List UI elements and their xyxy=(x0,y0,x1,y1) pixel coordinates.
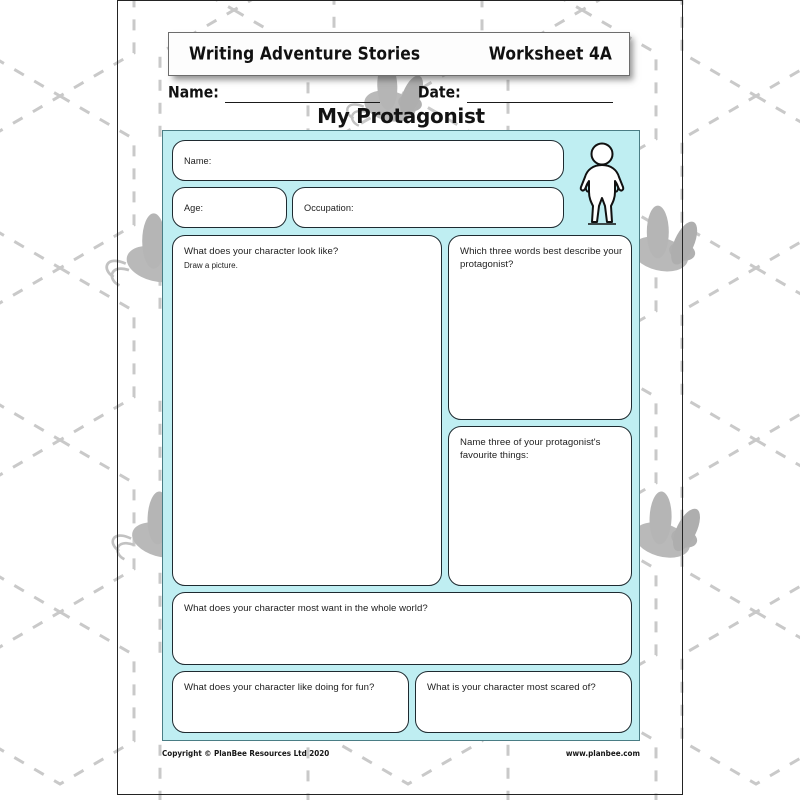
field-character-name-label: Name: xyxy=(184,156,212,166)
field-greatest-want[interactable]: What does your character most want in th… xyxy=(172,592,632,665)
worksheet-page: Writing Adventure Stories Worksheet 4A N… xyxy=(117,0,683,795)
field-character-name[interactable]: Name: xyxy=(172,140,564,181)
date-label: Date: xyxy=(417,83,461,102)
field-three-words-label: Which three words best describe your pro… xyxy=(460,246,623,270)
field-character-age[interactable]: Age: xyxy=(172,187,287,228)
page-footer: Copyright © PlanBee Resources Ltd 2020 w… xyxy=(162,745,640,761)
copyright-text: Copyright © PlanBee Resources Ltd 2020 xyxy=(162,748,330,758)
date-write-line[interactable] xyxy=(466,102,613,103)
website-link[interactable]: www.planbee.com xyxy=(565,748,640,758)
field-character-occupation-label: Occupation: xyxy=(304,203,354,213)
name-label: Name: xyxy=(168,83,219,102)
field-character-appearance-label: What does your character look like? xyxy=(184,246,339,257)
worksheet-series-title: Writing Adventure Stories xyxy=(189,43,421,65)
field-character-appearance[interactable]: What does your character look like? Draw… xyxy=(172,235,442,586)
field-most-scared-label: What is your character most scared of? xyxy=(427,682,596,693)
field-most-scared[interactable]: What is your character most scared of? xyxy=(415,671,632,733)
person-hands-on-hips-icon xyxy=(572,140,632,228)
protagonist-panel: Name: Age: Occupation: xyxy=(162,130,640,741)
name-date-row: Name: Date: xyxy=(168,79,634,103)
field-character-age-label: Age: xyxy=(184,203,204,213)
field-favourite-things-label: Name three of your protagonist's favouri… xyxy=(460,437,601,461)
page-title: My Protagonist xyxy=(317,104,485,128)
header-banner: Writing Adventure Stories Worksheet 4A xyxy=(168,32,630,76)
field-character-appearance-hint: Draw a picture. xyxy=(184,261,238,270)
field-for-fun-label: What does your character like doing for … xyxy=(184,682,375,693)
name-write-line[interactable] xyxy=(224,102,380,103)
field-greatest-want-label: What does your character most want in th… xyxy=(184,603,428,614)
field-favourite-things[interactable]: Name three of your protagonist's favouri… xyxy=(448,426,632,586)
worksheet-number: Worksheet 4A xyxy=(488,43,612,65)
field-character-occupation[interactable]: Occupation: xyxy=(292,187,564,228)
field-for-fun[interactable]: What does your character like doing for … xyxy=(172,671,409,733)
field-three-words[interactable]: Which three words best describe your pro… xyxy=(448,235,632,420)
